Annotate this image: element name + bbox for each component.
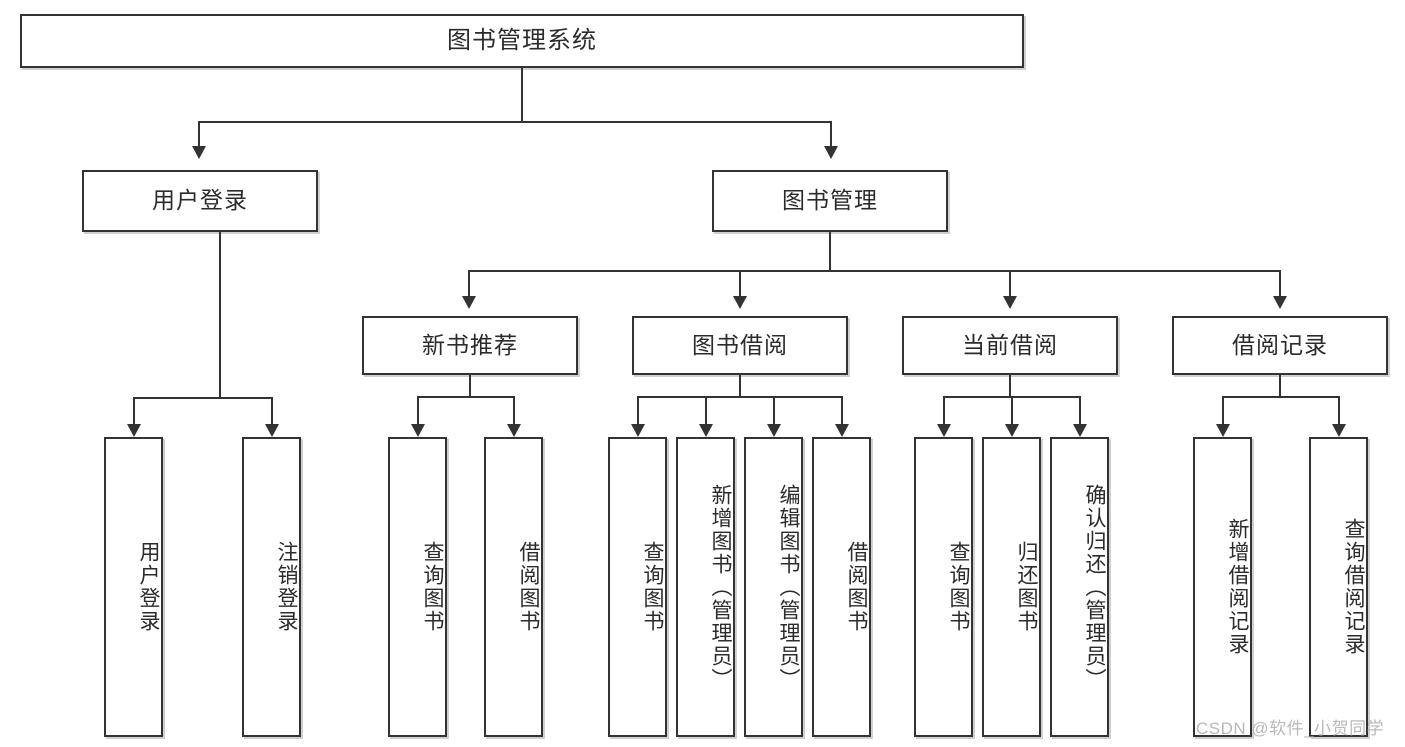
leaf-record-add[interactable]: 新增借阅记录 (1193, 437, 1252, 737)
connector-borrow-record-bus (1222, 396, 1338, 398)
arrow-current-borrow-leaf-2 (1005, 424, 1019, 437)
node-label: 新增图书（管理员） (709, 483, 732, 691)
node-label: 当前借阅 (962, 331, 1058, 358)
arrow-new-book-leaf-2 (507, 424, 521, 437)
node-book-manage[interactable]: 图书管理 (712, 170, 948, 232)
leaf-current-query-book[interactable]: 查询图书 (914, 437, 973, 737)
connector-user-login-stem (219, 232, 221, 398)
node-label: 查询图书 (947, 541, 970, 633)
leaf-record-query[interactable]: 查询借阅记录 (1309, 437, 1368, 737)
leaf-borrow-borrow-book[interactable]: 借阅图书 (812, 437, 871, 737)
node-root-system[interactable]: 图书管理系统 (20, 14, 1024, 68)
connector-borrow-record-drop-1 (1222, 396, 1224, 425)
leaf-user-login[interactable]: 用户登录 (104, 437, 163, 737)
connector-current-borrow-drop-1 (943, 396, 945, 425)
connector-book-manage-drop-4 (1279, 270, 1281, 297)
connector-root-bus (198, 121, 832, 123)
node-label: 新书推荐 (422, 331, 518, 358)
arrow-user-login-leaf-2 (265, 424, 279, 437)
connector-current-borrow-drop-3 (1079, 396, 1081, 425)
connector-user-login-drop-2 (271, 397, 273, 425)
connector-new-book-drop-1 (417, 396, 419, 425)
leaf-current-return-book[interactable]: 归还图书 (982, 437, 1041, 737)
arrow-root-to-user-login (192, 146, 206, 159)
connector-root-to-book-manage (830, 121, 832, 147)
node-label: 查询借阅记录 (1342, 518, 1365, 656)
node-label: 图书管理系统 (447, 26, 597, 54)
node-user-login[interactable]: 用户登录 (82, 170, 318, 232)
connector-borrow-record-drop-2 (1338, 396, 1340, 425)
node-label: 确认归还（管理员） (1083, 483, 1106, 691)
node-new-book-recommend[interactable]: 新书推荐 (362, 316, 578, 375)
connector-book-borrow-drop-4 (841, 396, 843, 425)
node-label: 用户登录 (152, 187, 248, 214)
connector-new-book-stem (469, 375, 471, 397)
connector-book-borrow-bus (637, 396, 843, 398)
node-label: 图书借阅 (692, 331, 788, 358)
node-book-borrow[interactable]: 图书借阅 (632, 316, 848, 375)
connector-book-manage-drop-2 (739, 270, 741, 297)
connector-borrow-record-stem (1279, 375, 1281, 397)
node-label: 图书管理 (782, 187, 878, 214)
connector-new-book-drop-2 (513, 396, 515, 425)
leaf-user-logout[interactable]: 注销登录 (242, 437, 301, 737)
leaf-new-book-query[interactable]: 查询图书 (388, 437, 447, 737)
arrow-borrow-record-leaf-1 (1216, 424, 1230, 437)
connector-book-borrow-drop-2 (705, 396, 707, 425)
arrow-book-borrow-leaf-3 (767, 424, 781, 437)
connector-book-borrow-drop-1 (637, 396, 639, 425)
connector-new-book-bus (417, 396, 513, 398)
node-current-borrow[interactable]: 当前借阅 (902, 316, 1118, 375)
leaf-borrow-edit-book[interactable]: 编辑图书（管理员） (744, 437, 803, 737)
node-label: 注销登录 (275, 541, 298, 633)
node-label: 用户登录 (137, 541, 160, 633)
connector-book-manage-stem (829, 232, 831, 271)
arrow-user-login-leaf-1 (127, 424, 141, 437)
arrow-new-book-leaf-1 (411, 424, 425, 437)
connector-root-stem (521, 68, 523, 122)
node-label: 归还图书 (1015, 541, 1038, 633)
node-borrow-record[interactable]: 借阅记录 (1172, 316, 1388, 375)
arrow-book-borrow-leaf-2 (699, 424, 713, 437)
node-label: 编辑图书（管理员） (777, 483, 800, 691)
leaf-new-book-borrow[interactable]: 借阅图书 (484, 437, 543, 737)
arrow-book-manage-to-borrow (733, 296, 747, 309)
connector-root-to-user-login (198, 121, 200, 147)
connector-book-manage-drop-3 (1009, 270, 1011, 297)
arrow-current-borrow-leaf-3 (1073, 424, 1087, 437)
connector-book-manage-drop-1 (468, 270, 470, 297)
connector-user-login-drop-1 (133, 397, 135, 425)
leaf-borrow-add-book[interactable]: 新增图书（管理员） (676, 437, 735, 737)
node-label: 借阅图书 (845, 541, 868, 633)
connector-current-borrow-drop-2 (1011, 396, 1013, 425)
connector-user-login-bus (133, 397, 271, 399)
arrow-borrow-record-leaf-2 (1332, 424, 1346, 437)
arrow-book-manage-to-current (1003, 296, 1017, 309)
node-label: 借阅图书 (517, 541, 540, 633)
arrow-book-borrow-leaf-1 (631, 424, 645, 437)
connector-book-manage-bus (468, 270, 1280, 272)
node-label: 借阅记录 (1232, 331, 1328, 358)
arrow-book-manage-to-record (1273, 296, 1287, 309)
leaf-current-confirm-return[interactable]: 确认归还（管理员） (1050, 437, 1109, 737)
node-label: 新增借阅记录 (1226, 518, 1249, 656)
node-label: 查询图书 (641, 541, 664, 633)
connector-book-borrow-stem (739, 375, 741, 397)
connector-book-borrow-drop-3 (773, 396, 775, 425)
connector-current-borrow-stem (1009, 375, 1011, 397)
arrow-current-borrow-leaf-1 (937, 424, 951, 437)
arrow-book-manage-to-new-book (462, 296, 476, 309)
node-label: 查询图书 (421, 541, 444, 633)
arrow-root-to-book-manage (824, 146, 838, 159)
leaf-borrow-query-book[interactable]: 查询图书 (608, 437, 667, 737)
arrow-book-borrow-leaf-4 (835, 424, 849, 437)
